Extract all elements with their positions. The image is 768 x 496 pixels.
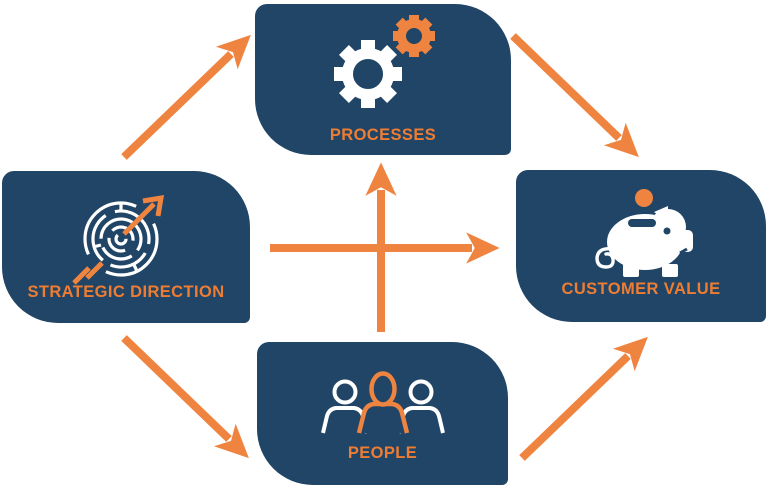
card-strategic-direction: STRATEGIC DIRECTION [2,171,250,323]
maze-arrow-icon [72,194,165,285]
card-processes: PROCESSES [255,4,511,155]
card-customer-value: CUSTOMER VALUE [516,170,766,322]
card-processes-label: PROCESSES [329,126,437,144]
card-strategic-direction-label: STRATEGIC DIRECTION [27,283,225,301]
card-people: PEOPLE [257,342,508,485]
card-people-label: PEOPLE [347,444,418,462]
arrow-people-to-customer [519,336,648,461]
gears-icon [334,15,435,108]
arrow-processes-to-customer [510,33,639,158]
people-icon [321,371,445,434]
card-customer-value-label: CUSTOMER VALUE [561,280,721,298]
arrow-strategic-to-processes [121,34,251,160]
arrow-strategic-to-people [121,335,249,459]
piggy-bank-icon [595,189,693,277]
